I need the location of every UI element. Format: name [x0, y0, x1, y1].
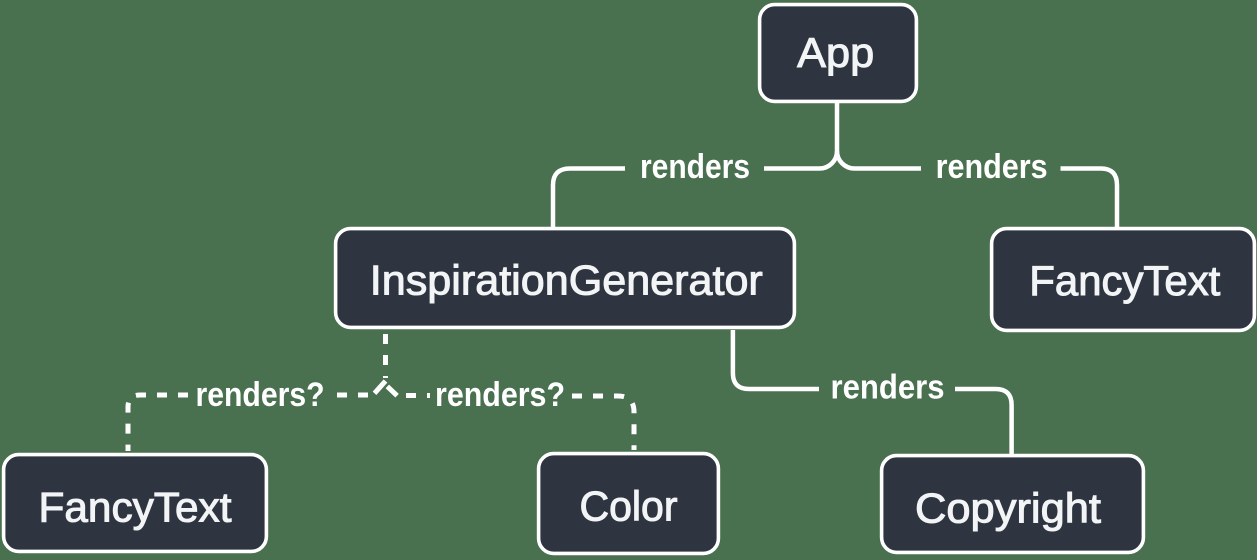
svg-text:renders?: renders?	[196, 376, 325, 414]
svg-text:renders: renders	[831, 369, 945, 407]
svg-text:Copyright: Copyright	[915, 485, 1101, 532]
svg-text:FancyText: FancyText	[39, 484, 232, 531]
svg-text:App: App	[797, 29, 874, 76]
svg-text:renders?: renders?	[435, 376, 565, 414]
svg-text:FancyText: FancyText	[1029, 257, 1220, 304]
svg-text:renders: renders	[936, 148, 1048, 186]
svg-text:renders: renders	[640, 148, 750, 186]
svg-text:Color: Color	[580, 483, 678, 530]
svg-text:InspirationGenerator: InspirationGenerator	[370, 257, 763, 304]
